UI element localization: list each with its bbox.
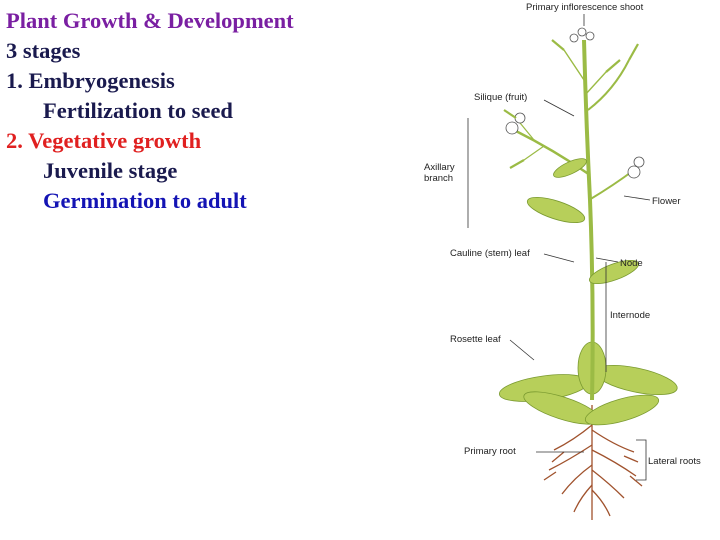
rosette-leaves — [499, 341, 678, 426]
arabidopsis-diagram: Primary inflorescence shoot Silique (fru… — [424, 0, 720, 540]
stage-1-detail: Fertilization to seed — [43, 98, 233, 123]
label-internode: Internode — [610, 310, 651, 321]
stems — [513, 39, 635, 401]
plant-illustration — [467, 14, 678, 520]
label-node: Node — [620, 258, 643, 269]
label-primary-shoot: Primary inflorescence shoot — [526, 2, 644, 13]
root-system — [543, 405, 643, 520]
label-flower: Flower — [652, 196, 681, 207]
flowers — [505, 27, 645, 179]
label-cauline-leaf: Cauline (stem) leaf — [450, 248, 530, 259]
cauline-leaves — [526, 158, 639, 285]
label-lateral-roots: Lateral roots — [648, 456, 701, 467]
label-leaders — [467, 14, 651, 481]
label-rosette-leaf: Rosette leaf — [450, 334, 501, 345]
stage-2-detail-juvenile: Juvenile stage — [43, 158, 178, 183]
label-axillary-branch: Axillary branch — [424, 162, 455, 184]
stage-1-label: 1. Embryogenesis — [6, 68, 175, 93]
slide-text: Plant Growth & Development 3 stages 1. E… — [6, 6, 294, 216]
siliques — [503, 39, 639, 169]
label-silique: Silique (fruit) — [474, 92, 528, 103]
stages-heading: 3 stages — [6, 38, 81, 63]
stage-2-label: 2. Vegetative growth — [6, 128, 202, 153]
label-primary-root: Primary root — [464, 446, 516, 457]
slide-title: Plant Growth & Development — [6, 8, 294, 33]
stage-2-detail-germination: Germination to adult — [43, 188, 247, 213]
